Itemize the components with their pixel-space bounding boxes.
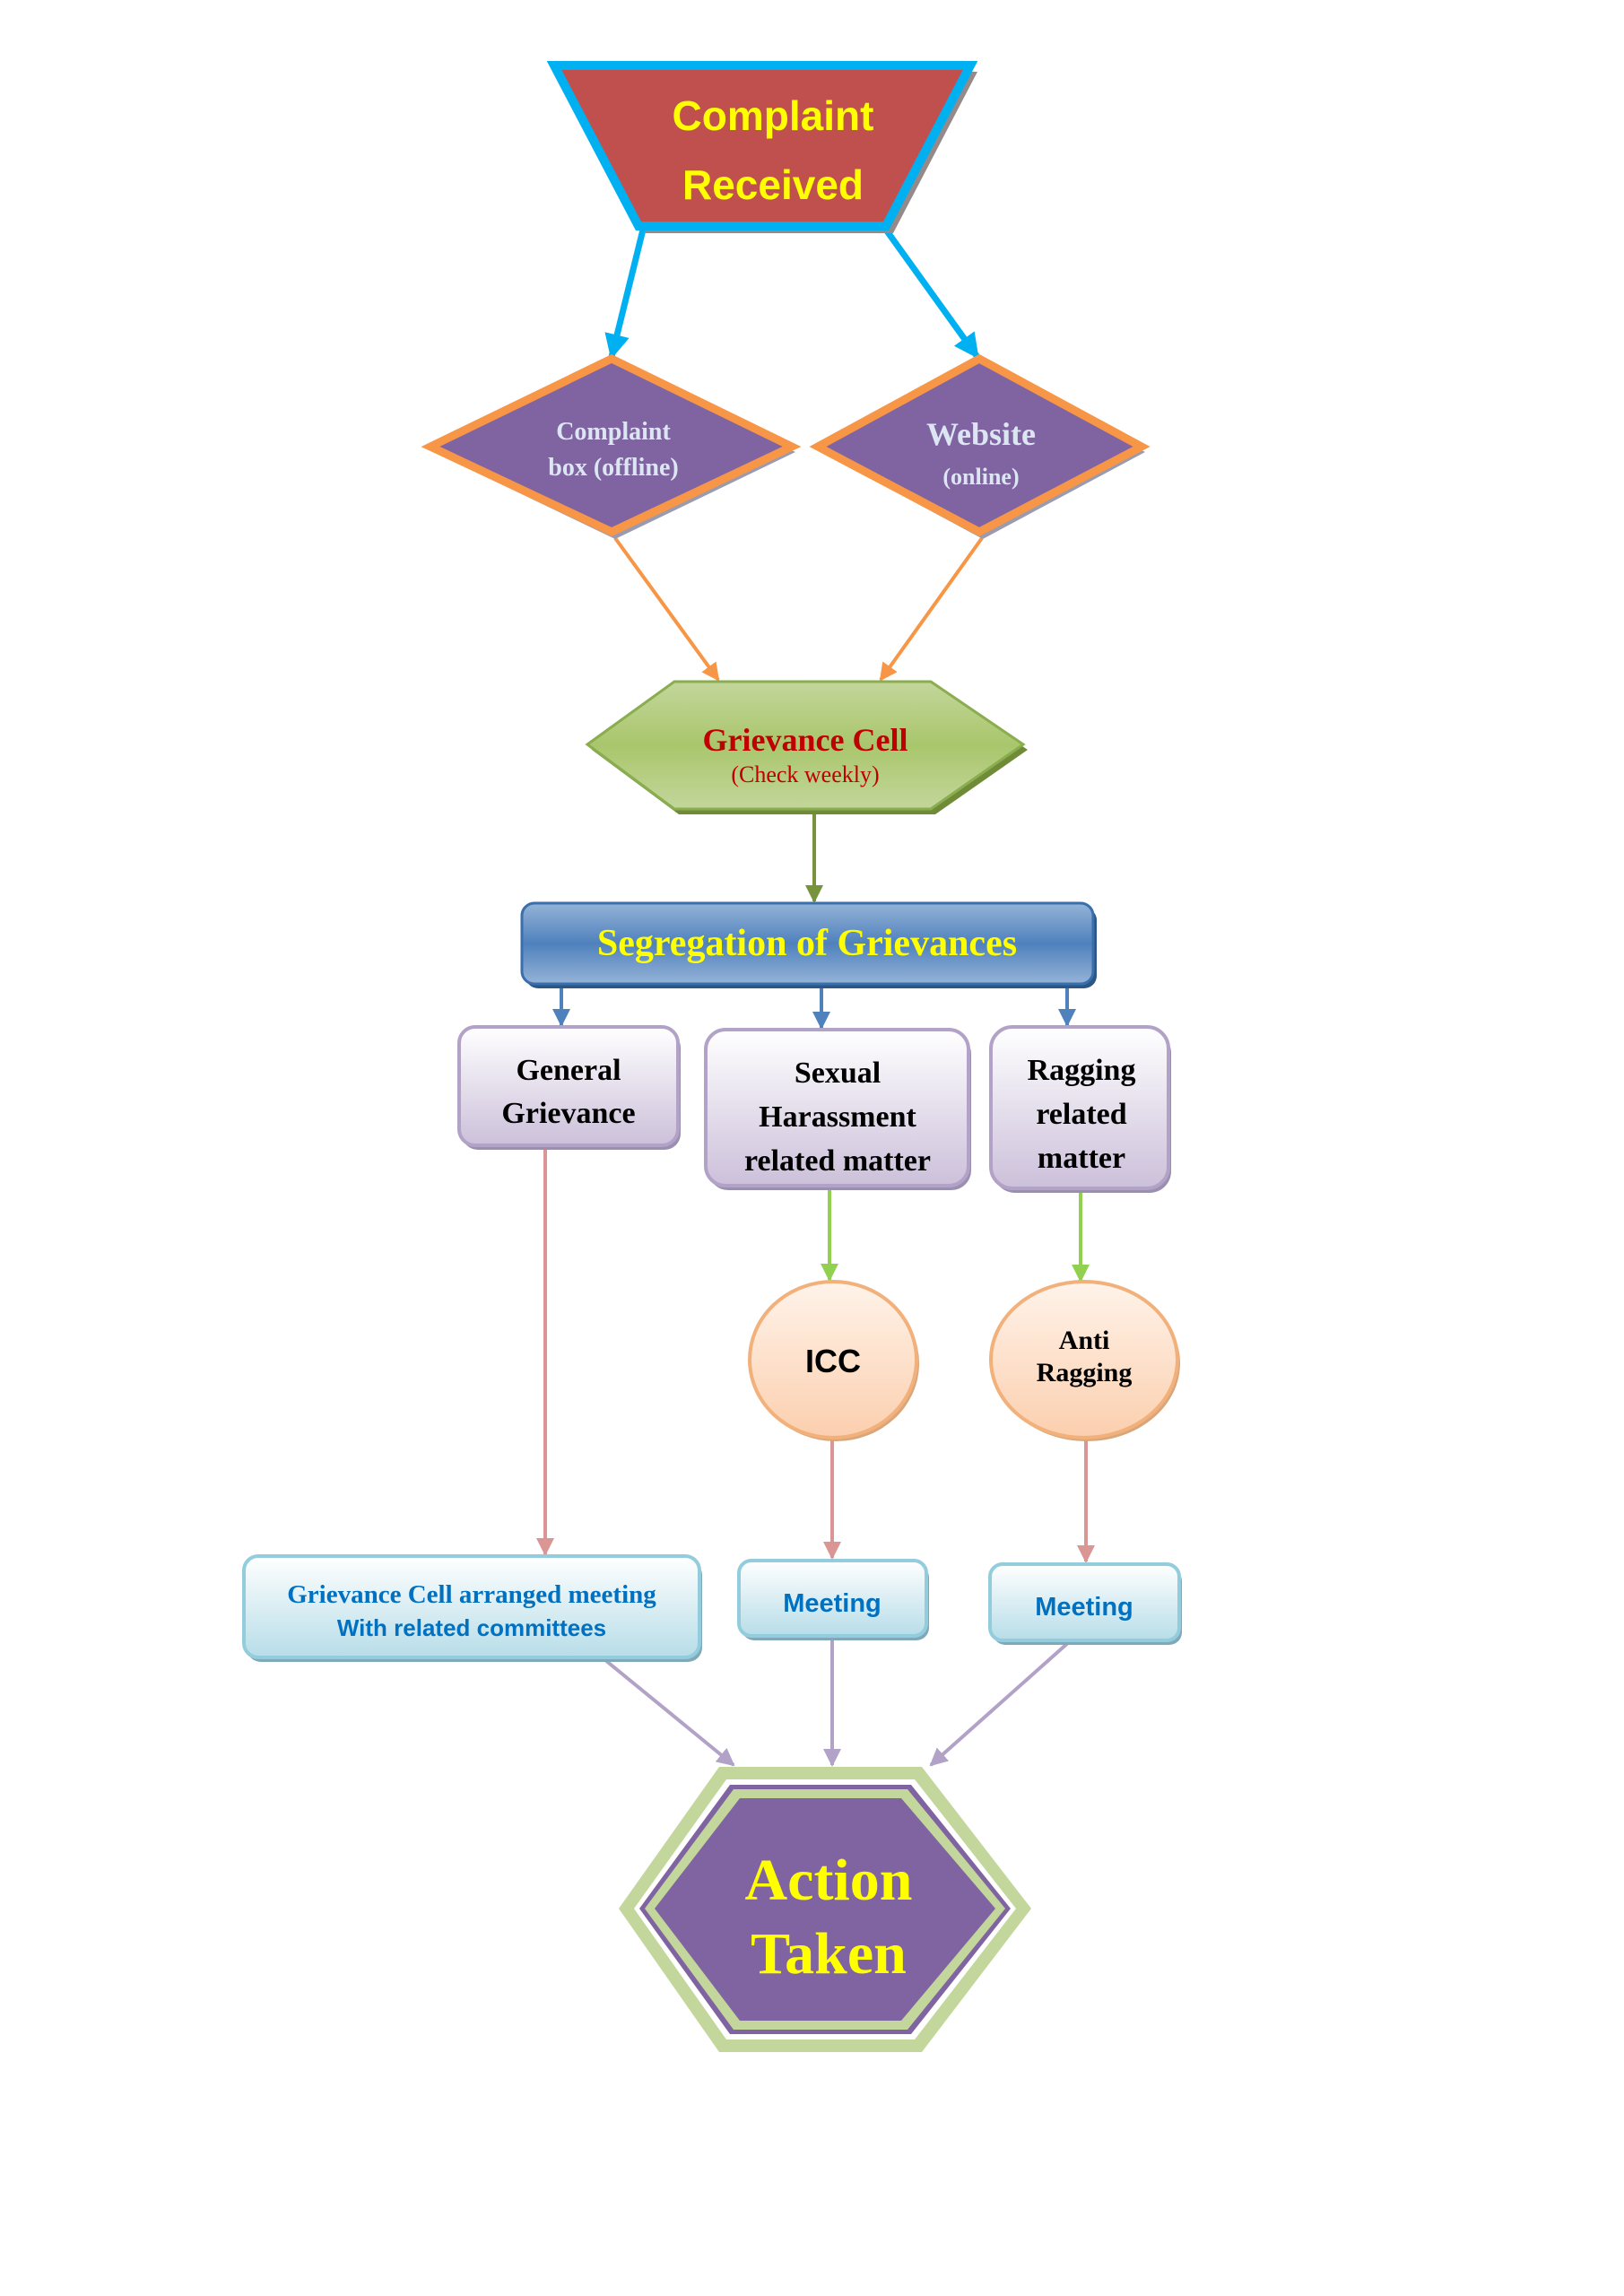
gc-meeting-line1: Grievance Cell arranged meeting xyxy=(287,1580,656,1609)
website-line1: Website xyxy=(926,416,1036,452)
node-gc-meeting: Grievance Cell arranged meeting With rel… xyxy=(242,1554,702,1662)
gc-meeting-line2: With related committees xyxy=(337,1614,606,1641)
icc-meeting-label: Meeting xyxy=(783,1589,881,1618)
segregation-label: Segregation of Grievances xyxy=(597,923,1017,964)
arrow-website-to-cell xyxy=(879,536,984,682)
complaint-box-line2: box (offline) xyxy=(548,454,678,482)
node-sexual-harassment: Sexual Harassment related matter xyxy=(704,1028,971,1190)
ragging-matter-line3: matter xyxy=(1038,1142,1125,1175)
node-anti-ragging: Anti Ragging xyxy=(989,1280,1180,1441)
node-action-taken: Action Taken xyxy=(619,1767,1031,2052)
icc-label: ICC xyxy=(805,1343,861,1379)
node-icc-meeting: Meeting xyxy=(737,1559,929,1640)
node-complaint-box: Complaint box (offline) xyxy=(421,353,802,539)
arrow-ragging-meeting-to-action xyxy=(929,1639,1072,1767)
action-taken-line1: Action xyxy=(745,1848,913,1913)
general-grievance-line2: Grievance xyxy=(501,1097,635,1130)
ragging-matter-line2: related xyxy=(1036,1098,1126,1131)
website-line2: (online) xyxy=(942,464,1019,490)
arrow-complaint-box-to-cell xyxy=(613,536,720,682)
complaint-box-line1: Complaint xyxy=(556,418,671,446)
node-complaint-received: Complaint Received xyxy=(546,61,978,233)
sexual-harassment-line3: related matter xyxy=(744,1144,931,1178)
ragging-meeting-label: Meeting xyxy=(1035,1593,1133,1622)
complaint-received-line2: Received xyxy=(682,161,864,208)
grievance-cell-title: Grievance Cell xyxy=(703,722,908,758)
node-grievance-cell: Grievance Cell (Check weekly) xyxy=(585,680,1028,814)
arrow-gc-meeting-to-action xyxy=(604,1658,735,1767)
action-taken-line2: Taken xyxy=(751,1921,907,1987)
node-ragging-meeting: Meeting xyxy=(988,1562,1182,1645)
sexual-harassment-line1: Sexual xyxy=(795,1057,881,1090)
ragging-matter-line1: Ragging xyxy=(1028,1054,1136,1087)
sexual-harassment-line2: Harassment xyxy=(759,1100,916,1134)
complaint-received-line1: Complaint xyxy=(673,92,874,139)
arrow-received-to-complaint-box xyxy=(604,225,647,360)
general-grievance-line1: General xyxy=(516,1054,621,1087)
anti-ragging-line1: Anti xyxy=(1059,1326,1110,1355)
node-website: Website (online) xyxy=(809,353,1151,539)
arrow-received-to-website xyxy=(881,223,980,360)
grievance-cell-subtitle: (Check weekly) xyxy=(731,761,879,787)
anti-ragging-line2: Ragging xyxy=(1037,1358,1133,1387)
node-segregation: Segregation of Grievances xyxy=(520,901,1097,988)
connectors xyxy=(536,223,1095,1767)
node-ragging-matter: Ragging related matter xyxy=(989,1025,1171,1193)
node-general-grievance: General Grievance xyxy=(457,1025,681,1150)
node-icc: ICC xyxy=(748,1280,919,1441)
